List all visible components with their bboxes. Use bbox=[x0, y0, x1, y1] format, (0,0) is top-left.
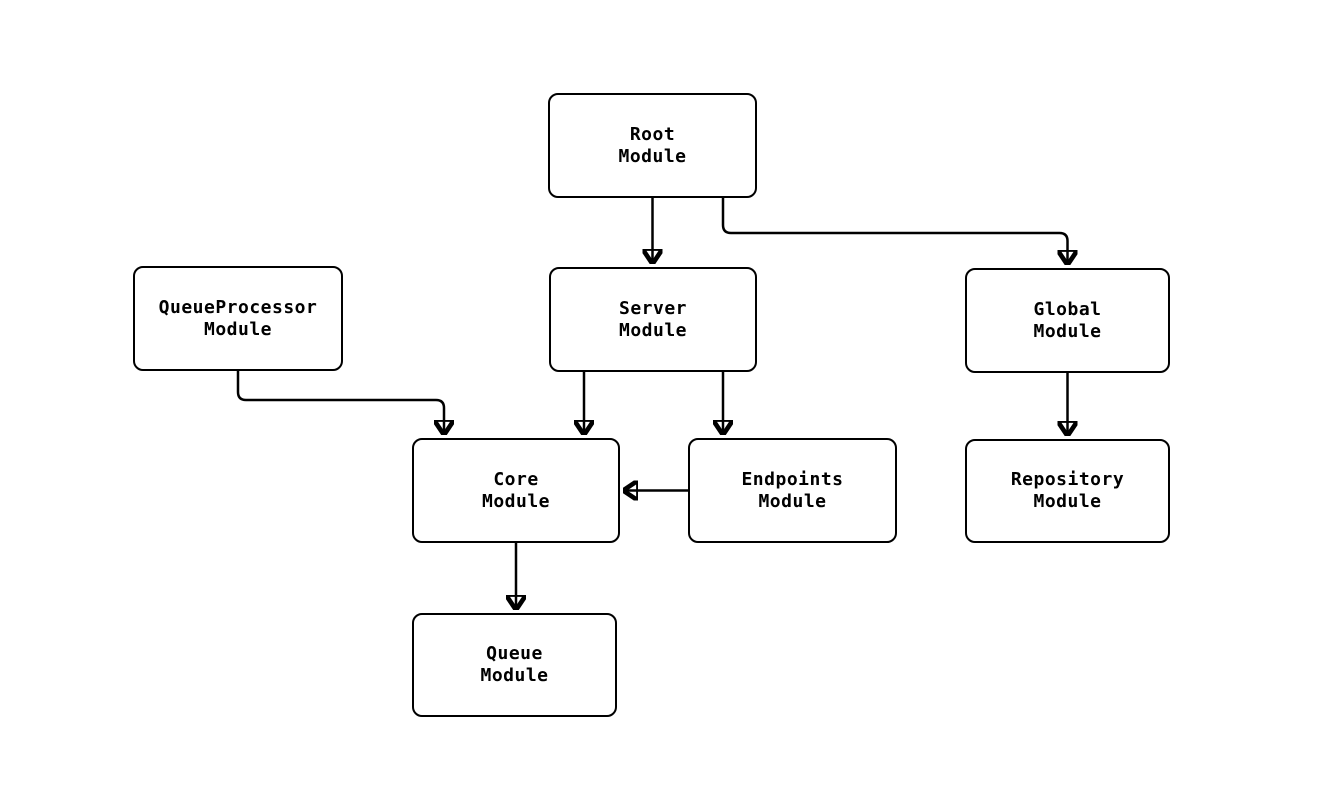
node-queueprocessor-module-label: QueueProcessor Module bbox=[158, 296, 318, 340]
node-repository-module-label: Repository Module bbox=[1010, 469, 1125, 512]
node-core-module: Core Module bbox=[412, 438, 620, 543]
node-global-module: Global Module bbox=[965, 268, 1170, 373]
node-core-module-label: Core Module bbox=[481, 468, 551, 512]
node-queue-module: Queue Module bbox=[412, 613, 617, 717]
node-endpoints-module-label: Endpoints Module bbox=[741, 468, 844, 512]
node-endpoints-module: Endpoints Module bbox=[688, 438, 897, 543]
edge-queueprocessor-to-core bbox=[236, 371, 444, 435]
node-server-module: Server Module bbox=[549, 267, 757, 372]
node-global-module-label: Global Module bbox=[1033, 298, 1102, 342]
node-repository-module: Repository Module bbox=[965, 439, 1170, 543]
node-queueprocessor-module: QueueProcessor Module bbox=[133, 266, 343, 371]
node-root-module-label: Root Module bbox=[618, 123, 687, 167]
node-root-module: Root Module bbox=[548, 93, 757, 198]
edge-root-to-global bbox=[721, 198, 1068, 265]
node-server-module-label: Server Module bbox=[618, 297, 688, 341]
node-queue-module-label: Queue Module bbox=[480, 643, 549, 686]
